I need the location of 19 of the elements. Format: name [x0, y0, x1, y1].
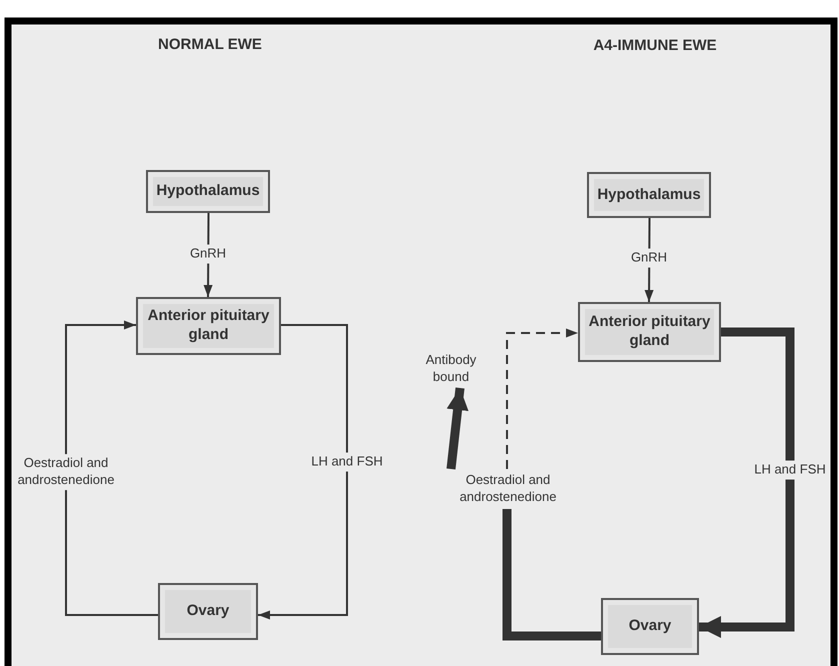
arrow — [446, 388, 469, 470]
process-box: Ovary — [601, 598, 699, 655]
process-box: Anterior pituitary gland — [578, 302, 721, 362]
process-box: Ovary — [158, 583, 258, 640]
edge-label: GnRH — [630, 248, 668, 268]
panel-heading: A4-IMMUNE EWE — [593, 37, 717, 54]
node-label: Oestradiol and androstenedione — [458, 472, 558, 506]
edge-label: LH and FSH — [754, 460, 826, 480]
node-label: Antibody bound — [424, 352, 478, 386]
edge-label: LH and FSH — [311, 452, 383, 472]
arrow — [506, 328, 578, 469]
arrow — [258, 324, 348, 620]
panel-heading: NORMAL EWE — [158, 36, 262, 53]
arrow — [699, 328, 794, 638]
arrow — [65, 320, 158, 616]
edge-label: GnRH — [190, 244, 226, 264]
process-box: Anterior pituitary gland — [136, 297, 281, 355]
process-box: Hypothalamus — [146, 170, 270, 213]
process-box: Hypothalamus — [587, 172, 711, 218]
